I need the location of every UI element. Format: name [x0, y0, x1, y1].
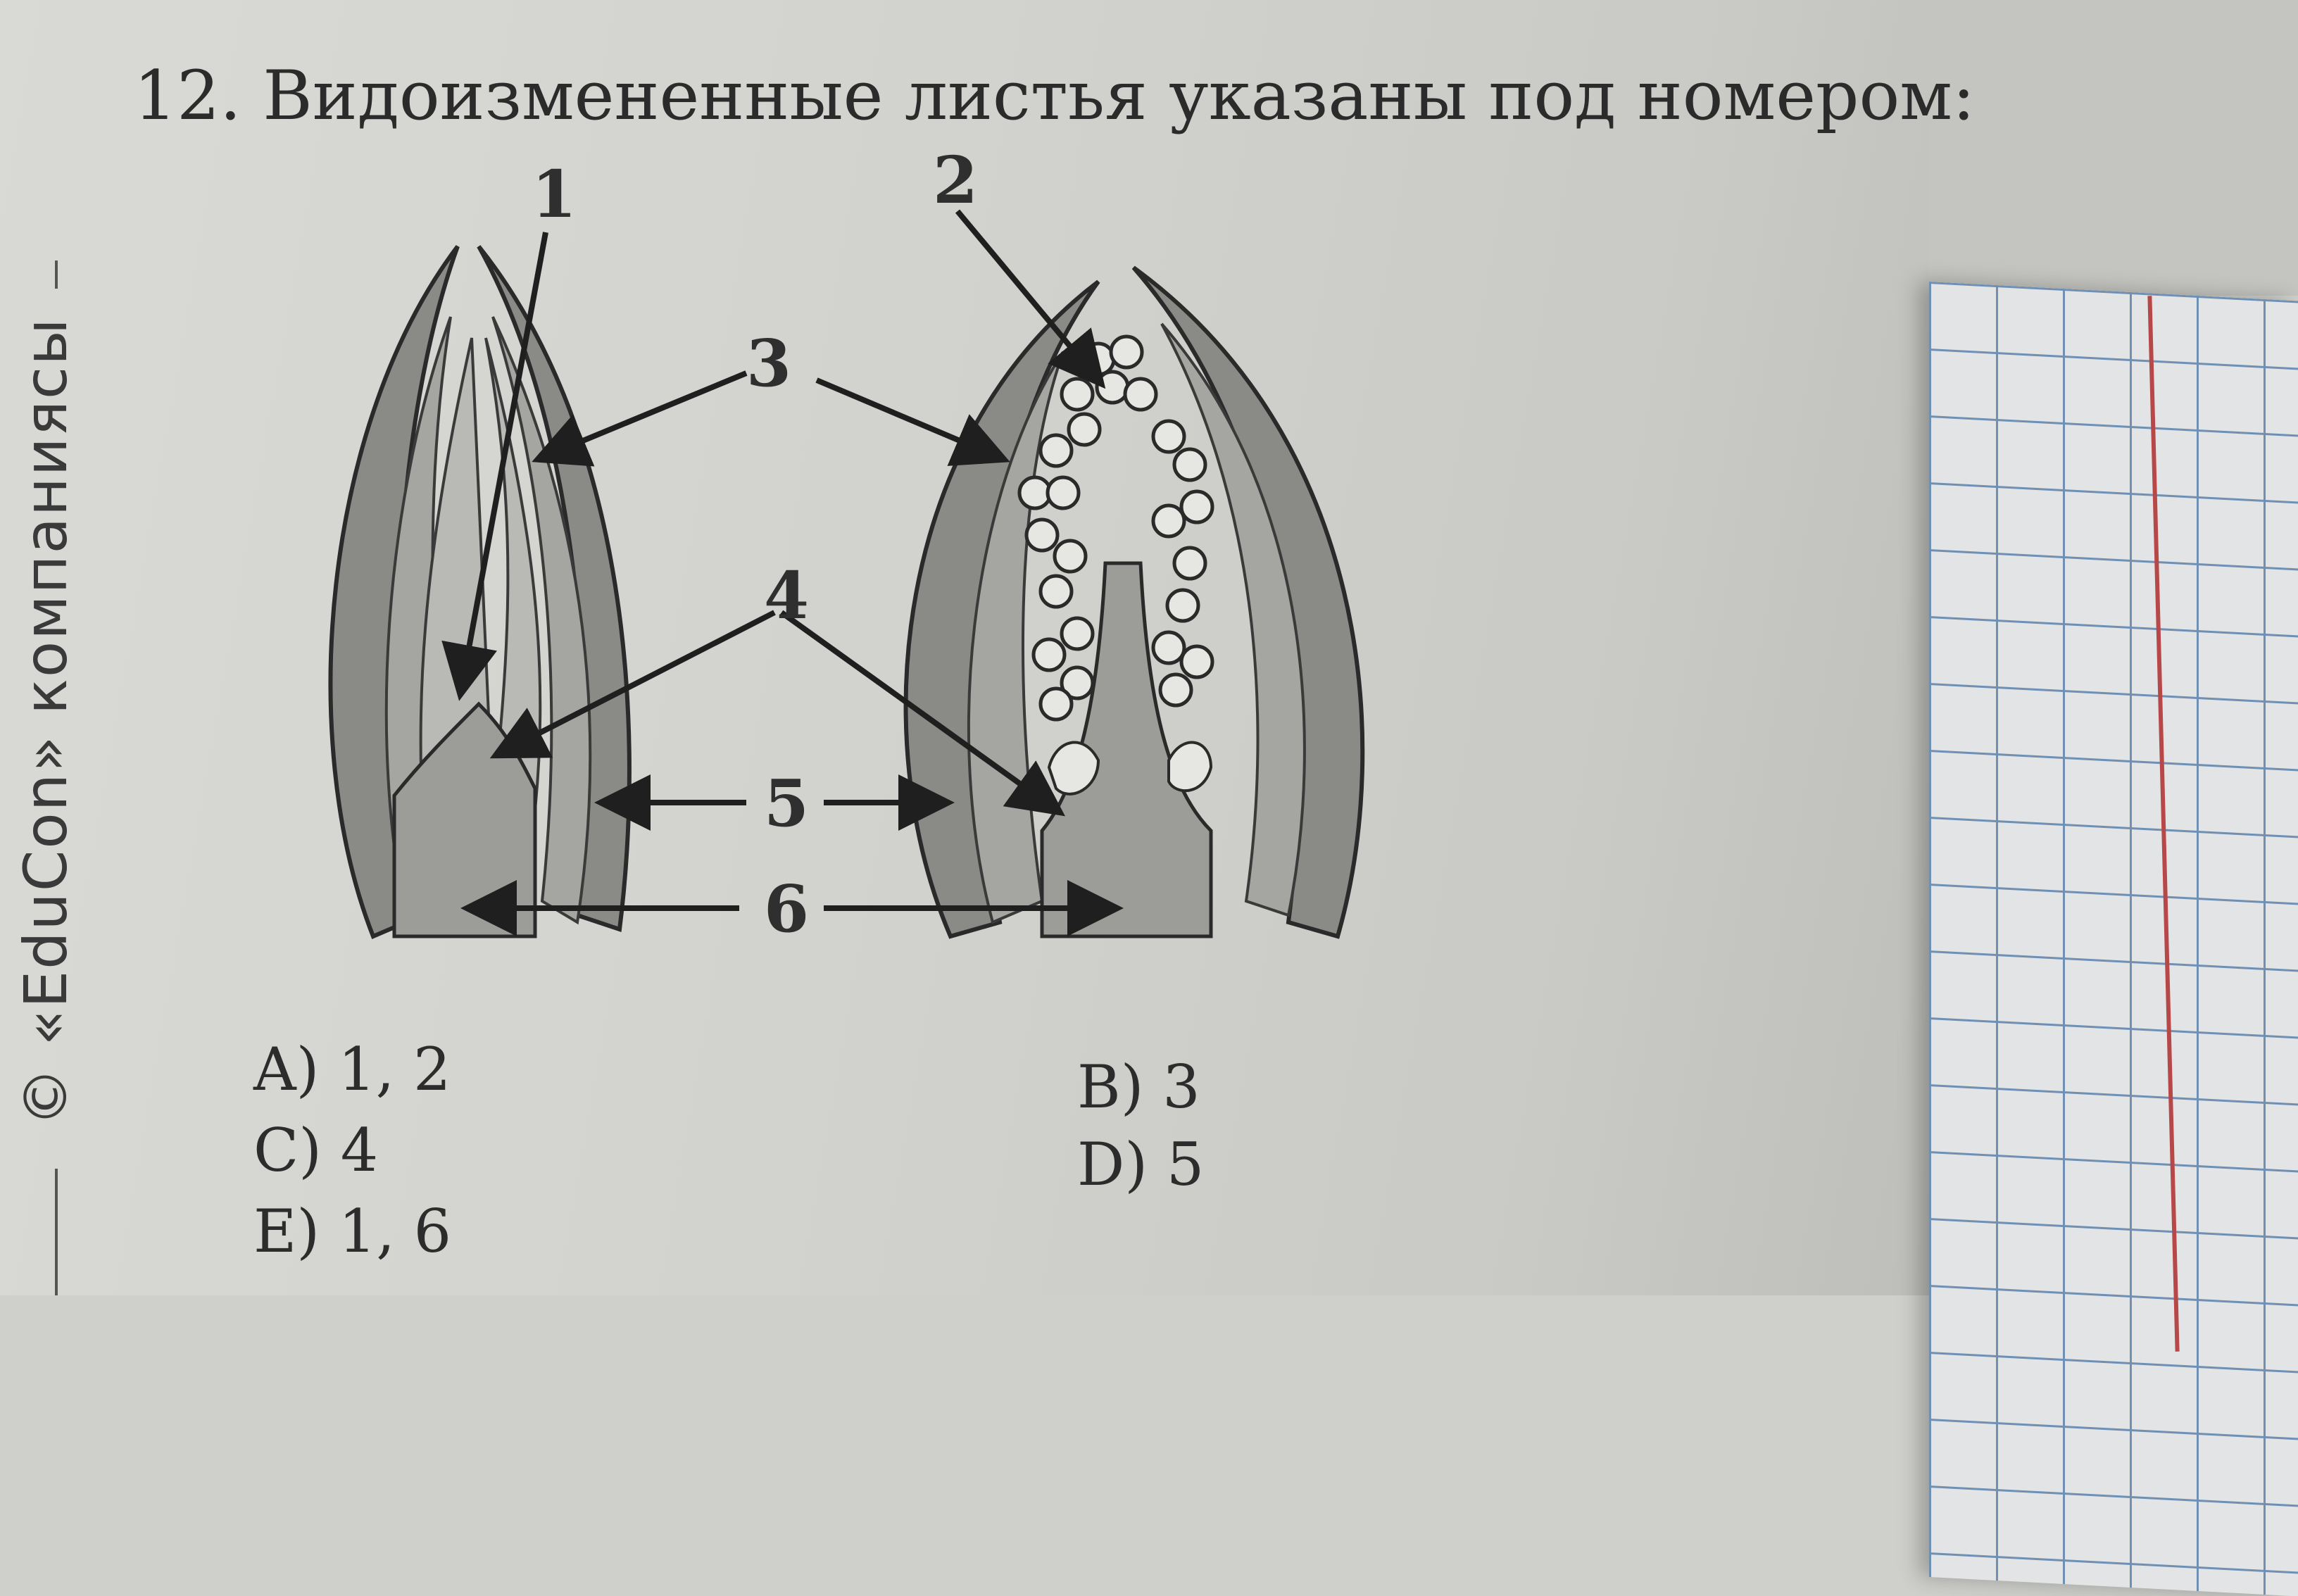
option-value: 5 — [1166, 1130, 1205, 1199]
figure-label-4: 4 — [764, 558, 810, 634]
option-d[interactable]: D) 5 — [1077, 1130, 1204, 1199]
figure-label-3: 3 — [746, 325, 792, 401]
question-heading: 12. Видоизмененные листья указаны под но… — [134, 56, 1975, 135]
option-b[interactable]: B) 3 — [1077, 1053, 1200, 1121]
background-surface — [1929, 0, 2298, 296]
figure-label-6: 6 — [764, 871, 810, 947]
side-rule — [55, 1169, 58, 1295]
option-c[interactable]: C) 4 — [253, 1116, 378, 1185]
option-letter: A) — [253, 1035, 320, 1104]
option-letter: C) — [253, 1116, 322, 1185]
option-letter: B) — [1077, 1053, 1144, 1121]
option-value: 4 — [340, 1116, 379, 1185]
option-value: 3 — [1162, 1053, 1200, 1121]
question-text: Видоизмененные листья указаны под номеро… — [263, 56, 1976, 135]
option-value: 1, 2 — [338, 1035, 451, 1104]
option-value: 1, 6 — [338, 1197, 452, 1266]
option-a[interactable]: A) 1, 2 — [253, 1035, 451, 1104]
option-e[interactable]: E) 1, 6 — [253, 1197, 451, 1266]
figure-label-2: 2 — [933, 142, 979, 218]
figure-label-5: 5 — [764, 765, 810, 841]
option-letter: E) — [253, 1197, 320, 1266]
side-rule — [55, 260, 58, 289]
pointer-lines — [441, 209, 1124, 936]
option-letter: D) — [1077, 1130, 1148, 1199]
figure-label-1: 1 — [532, 156, 577, 232]
generative-bud — [903, 265, 1365, 939]
question-number: 12. — [134, 56, 241, 135]
bud-diagram — [328, 209, 1365, 939]
